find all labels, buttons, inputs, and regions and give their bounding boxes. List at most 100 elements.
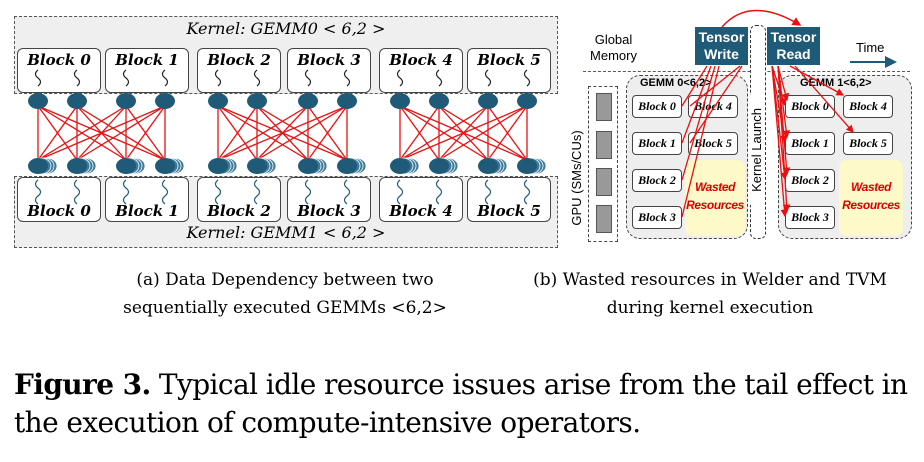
dependency-line <box>256 105 348 161</box>
gemm-1-block-4: Block 4 <box>379 177 463 222</box>
warp-icon <box>523 179 531 205</box>
warp-icon <box>73 69 81 87</box>
timeline-divider <box>583 71 910 72</box>
wasted-resources-gemm0: Wasted Resources <box>685 160 745 236</box>
write-to-read-arrow <box>721 9 802 28</box>
warp-icon <box>161 179 169 205</box>
input-tile-node <box>337 158 357 174</box>
gemm0-block-4: Block 4 <box>688 95 738 118</box>
time-label: Time <box>856 40 885 55</box>
gemm-0-block-2: Block 2 <box>197 48 281 93</box>
gemm1-block-5: Block 5 <box>843 132 893 155</box>
gemm-0-block-3: Block 3 <box>287 48 371 93</box>
dependency-line <box>217 105 309 161</box>
warp-icon <box>304 179 312 205</box>
gemm-0-block-1: Block 1 <box>105 48 189 93</box>
output-tile-node <box>208 93 228 109</box>
sm-unit <box>596 131 612 159</box>
dependency-line <box>37 105 166 161</box>
output-tile-node <box>337 93 357 109</box>
warp-icon <box>34 179 42 205</box>
output-tile-node <box>116 93 136 109</box>
read-arrow <box>794 65 854 133</box>
gemm1-block-3: Block 3 <box>785 206 835 229</box>
gemm0-block-1: Block 1 <box>632 132 682 155</box>
read-arrow <box>777 65 790 102</box>
output-tile-node <box>155 93 175 109</box>
output-tile-node <box>67 93 87 109</box>
tensor-read-box: Tensor Read <box>767 27 820 65</box>
warp-icon <box>214 179 222 205</box>
sm-unit <box>596 168 612 196</box>
output-tile-node <box>517 93 537 109</box>
gemm1-block-4: Block 4 <box>843 95 893 118</box>
warp-icon <box>435 179 443 205</box>
dependency-line <box>307 105 348 161</box>
tensor-write-box: Tensor Write <box>695 27 748 65</box>
input-tile-node <box>429 158 449 174</box>
warp-icon <box>396 179 404 205</box>
write-line <box>681 65 708 107</box>
dependency-line <box>399 105 440 161</box>
input-tile-node <box>390 158 410 174</box>
warp-icon <box>253 179 261 205</box>
output-tile-node <box>390 93 410 109</box>
output-tile-node <box>28 93 48 109</box>
warp-icon <box>161 69 169 87</box>
figure-caption: Figure 3. Typical idle resource issues a… <box>14 366 914 442</box>
write-line <box>681 65 720 218</box>
write-line <box>689 65 741 107</box>
gemm-0-block-4: Block 4 <box>379 48 463 93</box>
dependency-line <box>217 105 258 161</box>
gemm-0-block-0: Block 0 <box>17 48 101 93</box>
gemm0-block-0: Block 0 <box>632 95 682 118</box>
dependency-line <box>217 105 348 161</box>
output-tile-node <box>429 93 449 109</box>
global-memory-label: Global Memory <box>590 32 637 63</box>
gemm-1-block-3: Block 3 <box>287 177 371 222</box>
wasted-label: Wasted Resources <box>686 180 744 212</box>
output-tile-node <box>298 93 318 109</box>
gemm1-block-1: Block 1 <box>785 132 835 155</box>
warp-icon <box>304 69 312 87</box>
dependency-graph <box>28 69 547 205</box>
write-line <box>689 65 743 144</box>
warp-icon <box>484 179 492 205</box>
sm-column <box>588 86 618 242</box>
dependency-line <box>125 105 166 161</box>
input-tile-node <box>155 158 175 174</box>
gemm-1-block-2: Block 2 <box>197 177 281 222</box>
caption-a: (a) Data Dependency between two sequenti… <box>123 270 447 318</box>
warp-icon <box>253 69 261 87</box>
warp-icon <box>484 69 492 87</box>
input-tile-node <box>478 158 498 174</box>
warp-icon <box>396 69 404 87</box>
dependency-line <box>399 105 489 161</box>
input-tile-node <box>517 158 537 174</box>
gemm1-block-0: Block 0 <box>785 95 835 118</box>
gemm0-block-2: Block 2 <box>632 169 682 192</box>
figure-label: Figure 3. <box>14 368 151 401</box>
caption-b: (b) Wasted resources in Welder and TVM d… <box>533 270 887 318</box>
input-tile-node <box>208 158 228 174</box>
warp-icon <box>34 69 42 87</box>
write-line <box>681 65 712 144</box>
dependency-line <box>487 105 528 161</box>
warp-icon <box>122 69 130 87</box>
gemm0-label: GEMM 0<6,2> <box>640 77 712 89</box>
input-tile-node <box>116 158 136 174</box>
dependency-line <box>399 105 528 161</box>
warp-icon <box>122 179 130 205</box>
figure-caption-text: Typical idle resource issues arise from … <box>14 368 908 439</box>
warp-icon <box>73 179 81 205</box>
warp-icon <box>343 179 351 205</box>
kernel-gemm0-label: Kernel: GEMM0 < 6,2 > <box>186 19 386 38</box>
wasted-resources-gemm1: Wasted Resources <box>839 160 903 236</box>
gemm-0-block-5: Block 5 <box>467 48 551 93</box>
gemm1-block-2: Block 2 <box>785 169 835 192</box>
dependency-line <box>37 105 127 161</box>
output-tile-node <box>478 93 498 109</box>
warp-icon <box>214 69 222 87</box>
kernel-gemm1-label: Kernel: GEMM1 < 6,2 > <box>186 223 386 242</box>
input-tile-node <box>28 158 48 174</box>
